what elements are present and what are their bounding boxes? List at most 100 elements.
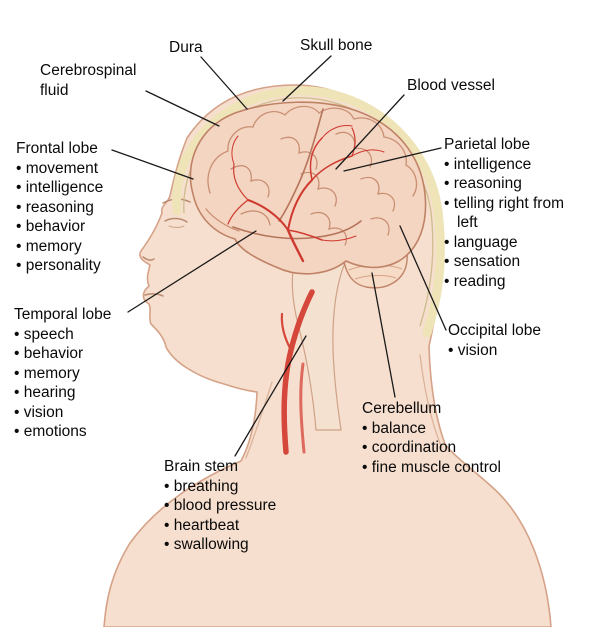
skull-bone-band: [172, 86, 445, 338]
gyrus-line: [383, 136, 418, 197]
artery-branch: [286, 228, 305, 263]
label-dura: Dura: [169, 38, 229, 58]
leader-parietal: [343, 147, 442, 172]
artery-branch: [227, 199, 249, 225]
artery-branch: [351, 149, 385, 157]
brain-stem-title: Brain stem: [164, 458, 239, 475]
frontal-lobe-item: • memory: [16, 237, 82, 255]
cerebrum-shape: [189, 101, 427, 275]
brain-stem-item: • blood pressure: [164, 497, 277, 514]
gyrus-line: [360, 176, 396, 212]
occipital-lobe-item: • vision: [448, 341, 498, 359]
gyrus-line: [240, 210, 271, 226]
carotid-artery-branch: [280, 312, 293, 352]
skull-bone-title: Skull bone: [300, 37, 373, 54]
neck-contour-lines: [245, 354, 443, 459]
temporal-lobe-item: • speech: [14, 325, 74, 343]
label-cerebrospinal-fluid: Cerebrospinal fluid: [40, 61, 160, 100]
artery-branch: [233, 163, 249, 201]
parietal-lobe-item: • language: [444, 233, 518, 251]
label-brain-stem: Brain stem • breathing • blood pressure …: [164, 457, 319, 555]
label-temporal-lobe: Temporal lobe • speech • behavior • memo…: [14, 305, 144, 442]
leader-lines: [111, 55, 447, 457]
leader-skull-bone: [282, 55, 332, 102]
artery-branch: [231, 135, 239, 165]
gyrus-line: [252, 105, 320, 128]
brain-sulci: [232, 108, 362, 240]
label-frontal-lobe: Frontal lobe • movement • intelligence •…: [16, 139, 146, 276]
carotid-artery-main: [281, 289, 315, 455]
gyrus-line: [318, 107, 385, 138]
temporal-lobe-item: • memory: [14, 364, 80, 382]
parietal-lobe-item: • sensation: [444, 253, 521, 270]
frontal-lobe-item: • reasoning: [16, 198, 94, 216]
lateral-fissure: [232, 220, 362, 240]
parietal-lobe-item: • intelligence: [444, 155, 532, 173]
dura-title: Dura: [169, 39, 203, 56]
gyrus-line: [205, 208, 240, 232]
leader-csf: [145, 90, 220, 127]
frontal-lobe-item: • intelligence: [16, 179, 104, 196]
frontal-lobe-item: • behavior: [16, 218, 86, 235]
brain-stem-item: • heartbeat: [164, 516, 240, 534]
label-blood-vessel: Blood vessel: [407, 76, 537, 96]
parietal-lobe-item: • reasoning: [444, 175, 522, 192]
label-cerebellum: Cerebellum • balance • coordination • fi…: [362, 399, 534, 477]
artery-branch: [287, 179, 313, 231]
artery-branch: [321, 235, 357, 242]
artery-branch: [351, 127, 356, 157]
leader-cerebellum: [371, 272, 396, 398]
artery-branch: [311, 155, 353, 181]
central-sulcus: [278, 108, 324, 222]
eye-line: [164, 217, 188, 223]
frontal-lobe-item: • personality: [16, 257, 101, 274]
brain-gyri: [205, 105, 418, 246]
artery-branch: [247, 199, 289, 231]
leader-occipital: [399, 225, 447, 331]
brain-stem-item: • breathing: [164, 477, 239, 495]
vertebral-artery: [299, 362, 306, 454]
occipital-lobe-title: Occipital lobe: [448, 322, 542, 339]
parietal-lobe-item: • telling right from left: [444, 194, 564, 232]
blood-vessel-title: Blood vessel: [407, 77, 495, 94]
parietal-lobe-item: • reading: [444, 272, 506, 290]
cerebellum-item: • fine muscle control: [362, 458, 501, 476]
artery-branch: [287, 229, 323, 241]
mouth-line: [144, 293, 164, 297]
cerebellum-item: • balance: [362, 419, 427, 437]
leader-frontal: [111, 149, 194, 180]
gyrus-line: [230, 165, 270, 198]
cerebellum-striation: [354, 275, 397, 280]
csf-title: Cerebrospinal fluid: [40, 62, 137, 99]
leader-temporal: [127, 230, 257, 313]
gyrus-line: [207, 126, 254, 194]
temporal-lobe-item: • behavior: [14, 345, 84, 362]
neck-back-line: [419, 354, 443, 449]
label-skull-bone: Skull bone: [300, 36, 410, 56]
eye-lower-line: [168, 225, 185, 228]
artery-branch: [309, 137, 323, 181]
cerebellum-title: Cerebellum: [362, 400, 442, 417]
temporal-lobe-title: Temporal lobe: [14, 306, 112, 323]
frontal-lobe-title: Frontal lobe: [16, 140, 98, 157]
label-occipital-lobe: Occipital lobe • vision: [448, 321, 578, 360]
gyrus-line: [370, 217, 390, 236]
label-parietal-lobe: Parietal lobe • intelligence • reasoning…: [444, 135, 568, 291]
brain-stem-item: • swallowing: [164, 536, 249, 553]
cerebellum-item: • coordination: [362, 439, 457, 456]
parietal-lobe-title: Parietal lobe: [444, 136, 531, 153]
gyrus-line: [280, 136, 318, 170]
leader-dura: [200, 56, 248, 110]
nostril-line: [142, 256, 155, 261]
artery-branch: [321, 125, 353, 139]
temporal-lobe-item: • emotions: [14, 423, 87, 440]
leader-blood-vessel: [335, 94, 405, 170]
gyrus-line: [310, 211, 347, 246]
carotid-artery: [280, 289, 315, 455]
temporal-lobe-item: • vision: [14, 403, 64, 421]
leader-brain-stem: [234, 335, 307, 457]
brain-arteries: [227, 125, 385, 263]
temporal-lobe-item: • hearing: [14, 384, 76, 401]
